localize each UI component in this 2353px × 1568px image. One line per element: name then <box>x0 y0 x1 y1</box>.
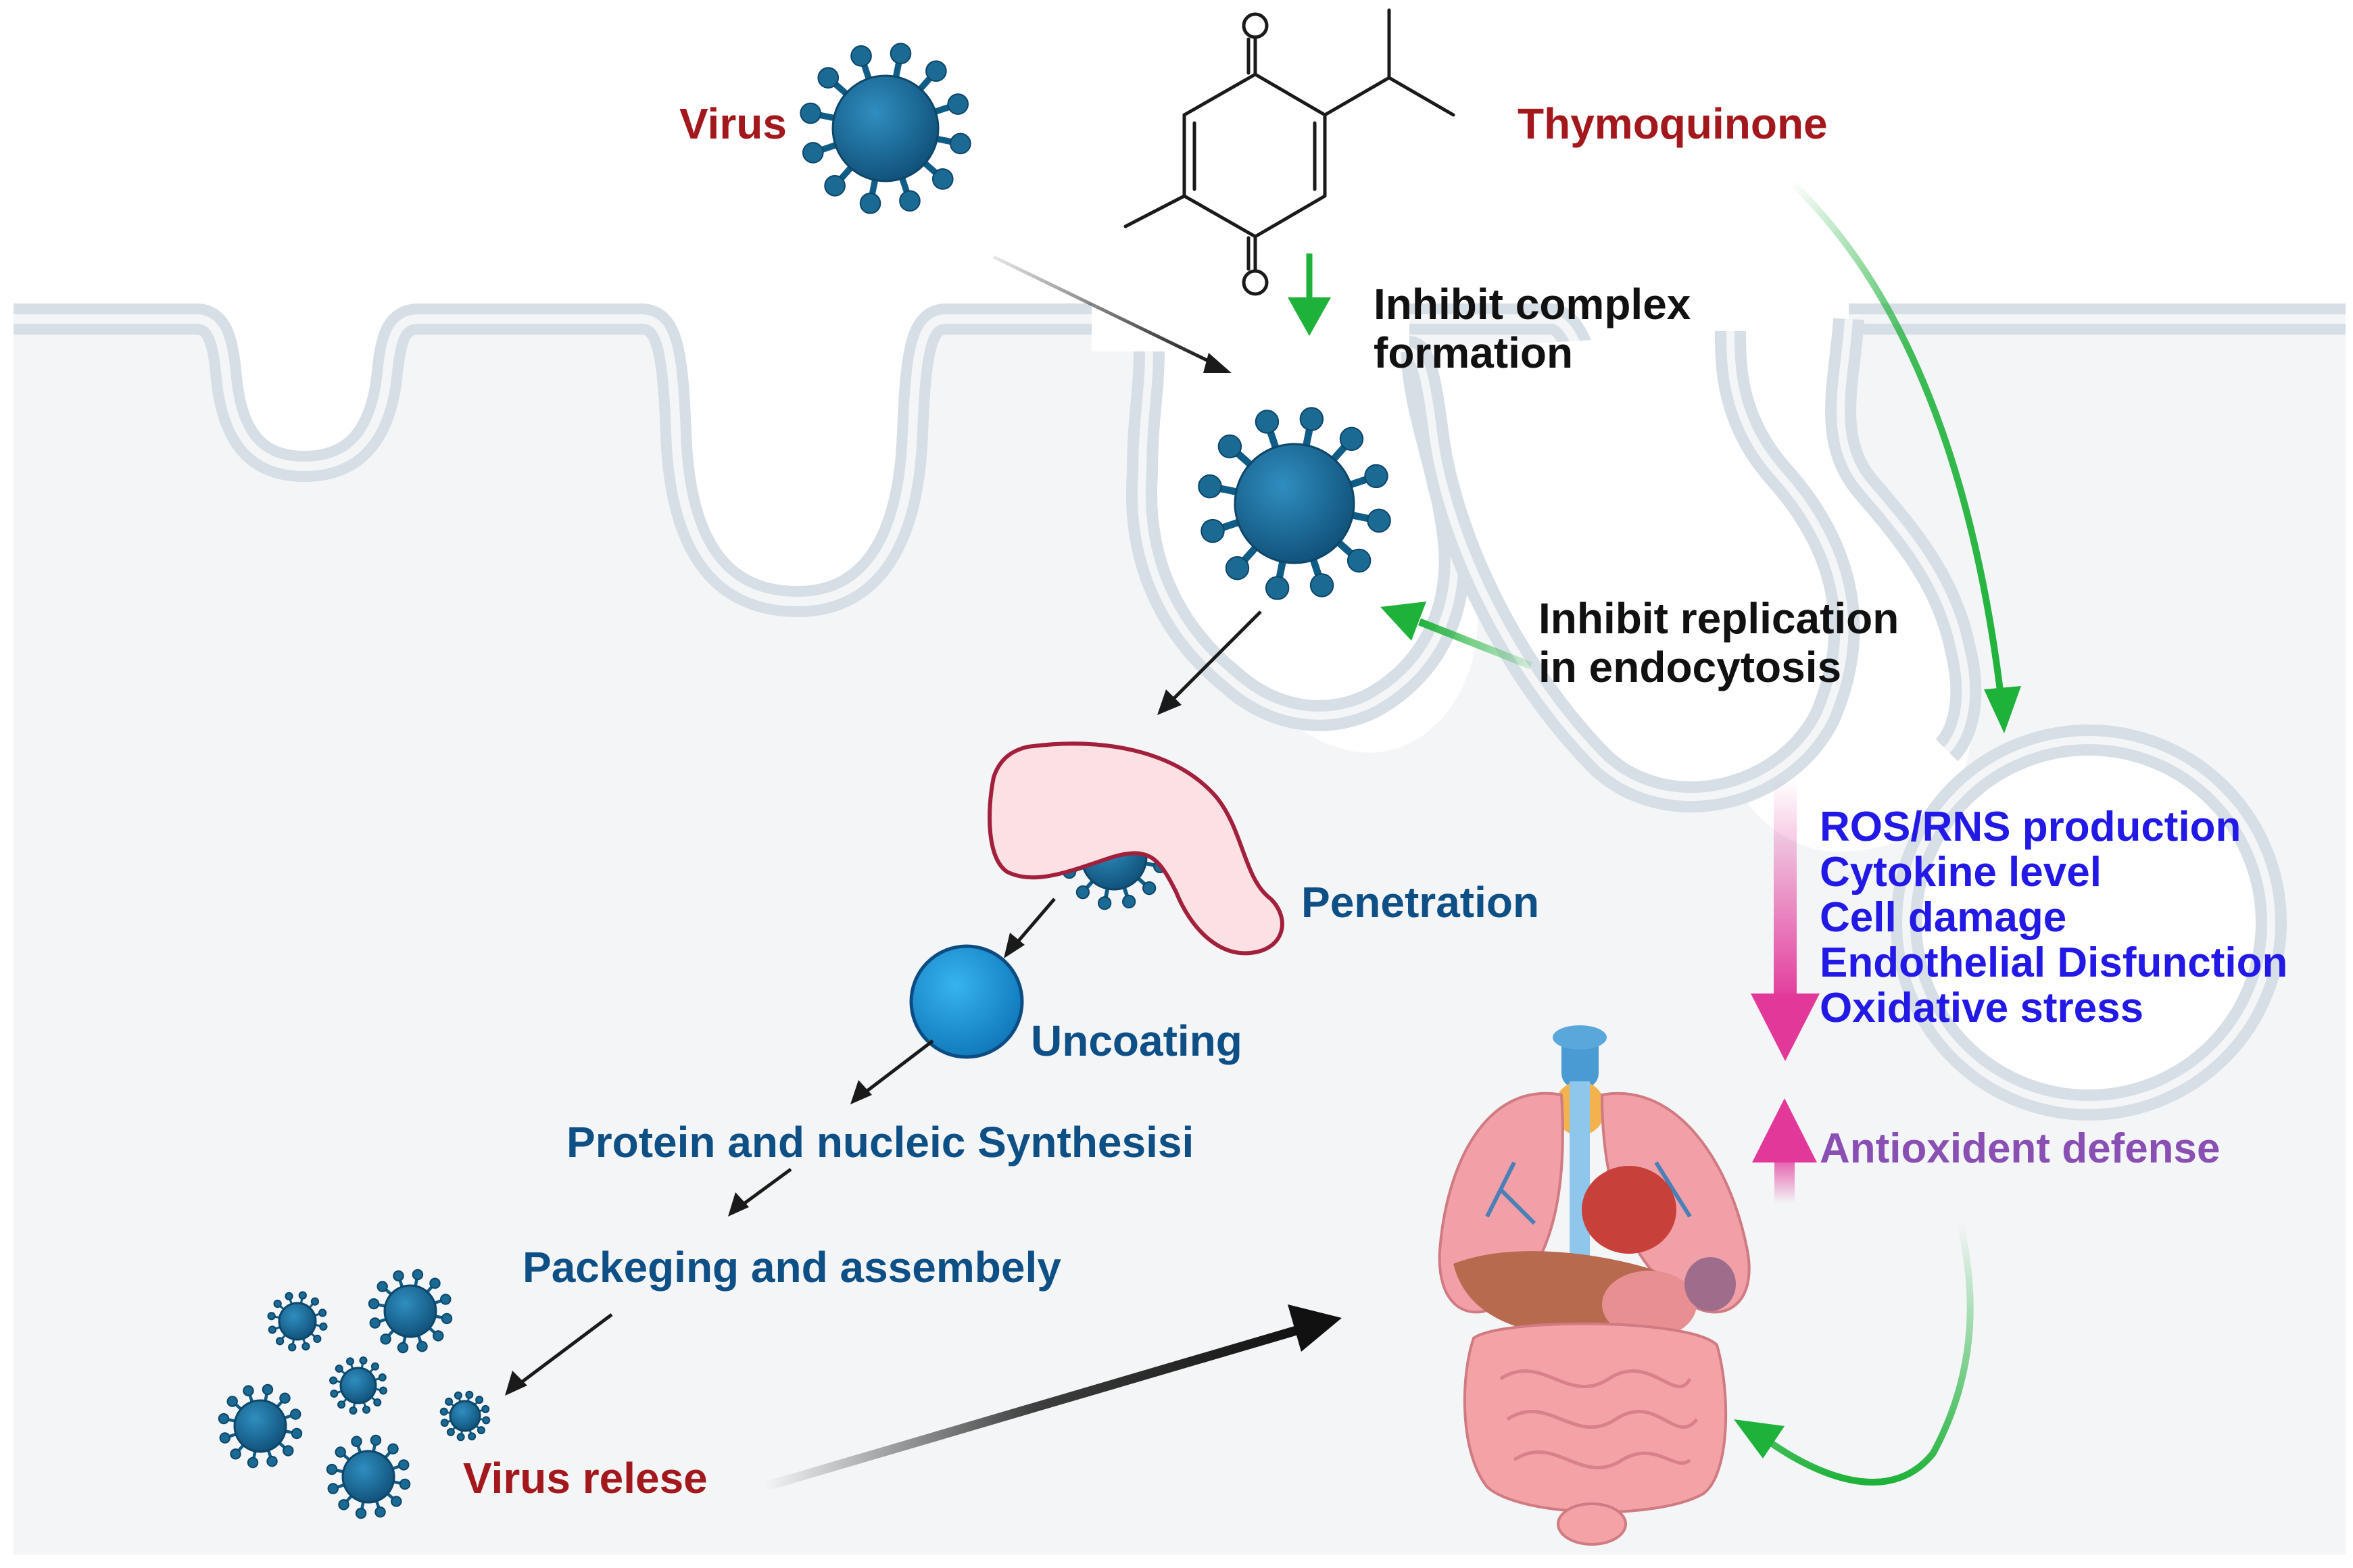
thymoquinone-structure <box>1123 8 1455 296</box>
virus-top <box>800 43 971 214</box>
antioxidant-label: Antioxident defense <box>1820 1125 2221 1172</box>
penetration-label: Penetration <box>1301 878 1540 927</box>
cell-membrane <box>14 303 2346 1554</box>
inhibit-replication-line-2: in endocytosis <box>1538 642 1842 691</box>
virus-release-1 <box>267 1291 328 1352</box>
virus-endosome <box>1198 407 1391 600</box>
virus-label: Virus <box>679 99 787 148</box>
green-arrows <box>1288 180 2021 1486</box>
inhibit-replication-label: Inhibit replication in endocytosis <box>1538 594 1899 691</box>
virus-release-5 <box>218 1383 303 1469</box>
inhibit-complex-line-2: formation <box>1374 328 1574 377</box>
virus-release-6 <box>326 1434 411 1519</box>
inhibit-complex-line-1: Inhibit complex <box>1374 280 1691 328</box>
thymoquinone-label: Thymoquinone <box>1518 99 1828 148</box>
inhibit-complex-label: Inhibit complex formation <box>1374 280 1691 377</box>
release-to-organs-arrow <box>762 1304 1342 1492</box>
effect-ros-rns: ROS/RNS production <box>1820 804 2241 850</box>
effects-list: ROS/RNS production Cytokine level Cell d… <box>1820 804 2287 1031</box>
effect-oxidative-stress: Oxidative stress <box>1820 985 2144 1031</box>
effect-cytokine: Cytokine level <box>1820 849 2102 896</box>
effect-endothelial: Endothelial Disfunction <box>1820 939 2288 986</box>
human-organs-illustration <box>1438 1025 1751 1546</box>
uncoating-label: Uncoating <box>1031 1016 1242 1065</box>
virus-release-2 <box>368 1269 453 1354</box>
magenta-arrows <box>1751 781 1820 1203</box>
virus-release-3 <box>329 1356 387 1415</box>
synthesis-label: Protein and nucleic Synthesisi <box>566 1118 1194 1167</box>
penetration-membrane <box>988 741 1284 956</box>
virus-release-label: Virus relese <box>463 1454 708 1502</box>
inhibit-replication-line-1: Inhibit replication <box>1538 594 1899 643</box>
effect-cell-damage: Cell damage <box>1820 894 2067 941</box>
uncoating-capsid <box>909 944 1024 1059</box>
step-arrows <box>505 255 1262 1396</box>
virus-release-4 <box>439 1390 491 1442</box>
packaging-label: Packeging and assembely <box>523 1243 1061 1292</box>
